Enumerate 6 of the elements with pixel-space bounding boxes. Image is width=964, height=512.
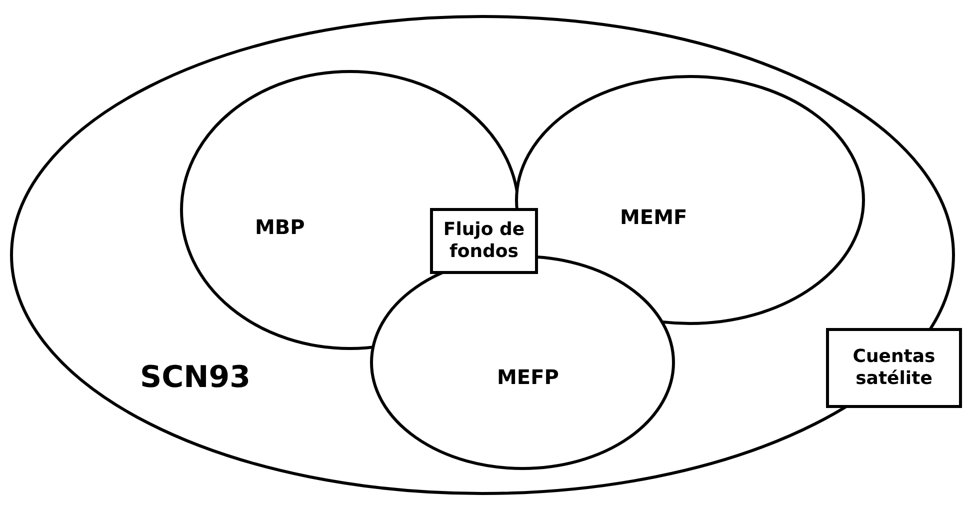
label-box: Flujo de fondos [430, 208, 538, 274]
region-label: MEMF [620, 205, 688, 229]
region-label: MEFP [497, 365, 559, 389]
label-box: Cuentas satélite [826, 328, 962, 408]
region-label: MBP [255, 215, 305, 239]
region-label: SCN93 [140, 360, 250, 395]
